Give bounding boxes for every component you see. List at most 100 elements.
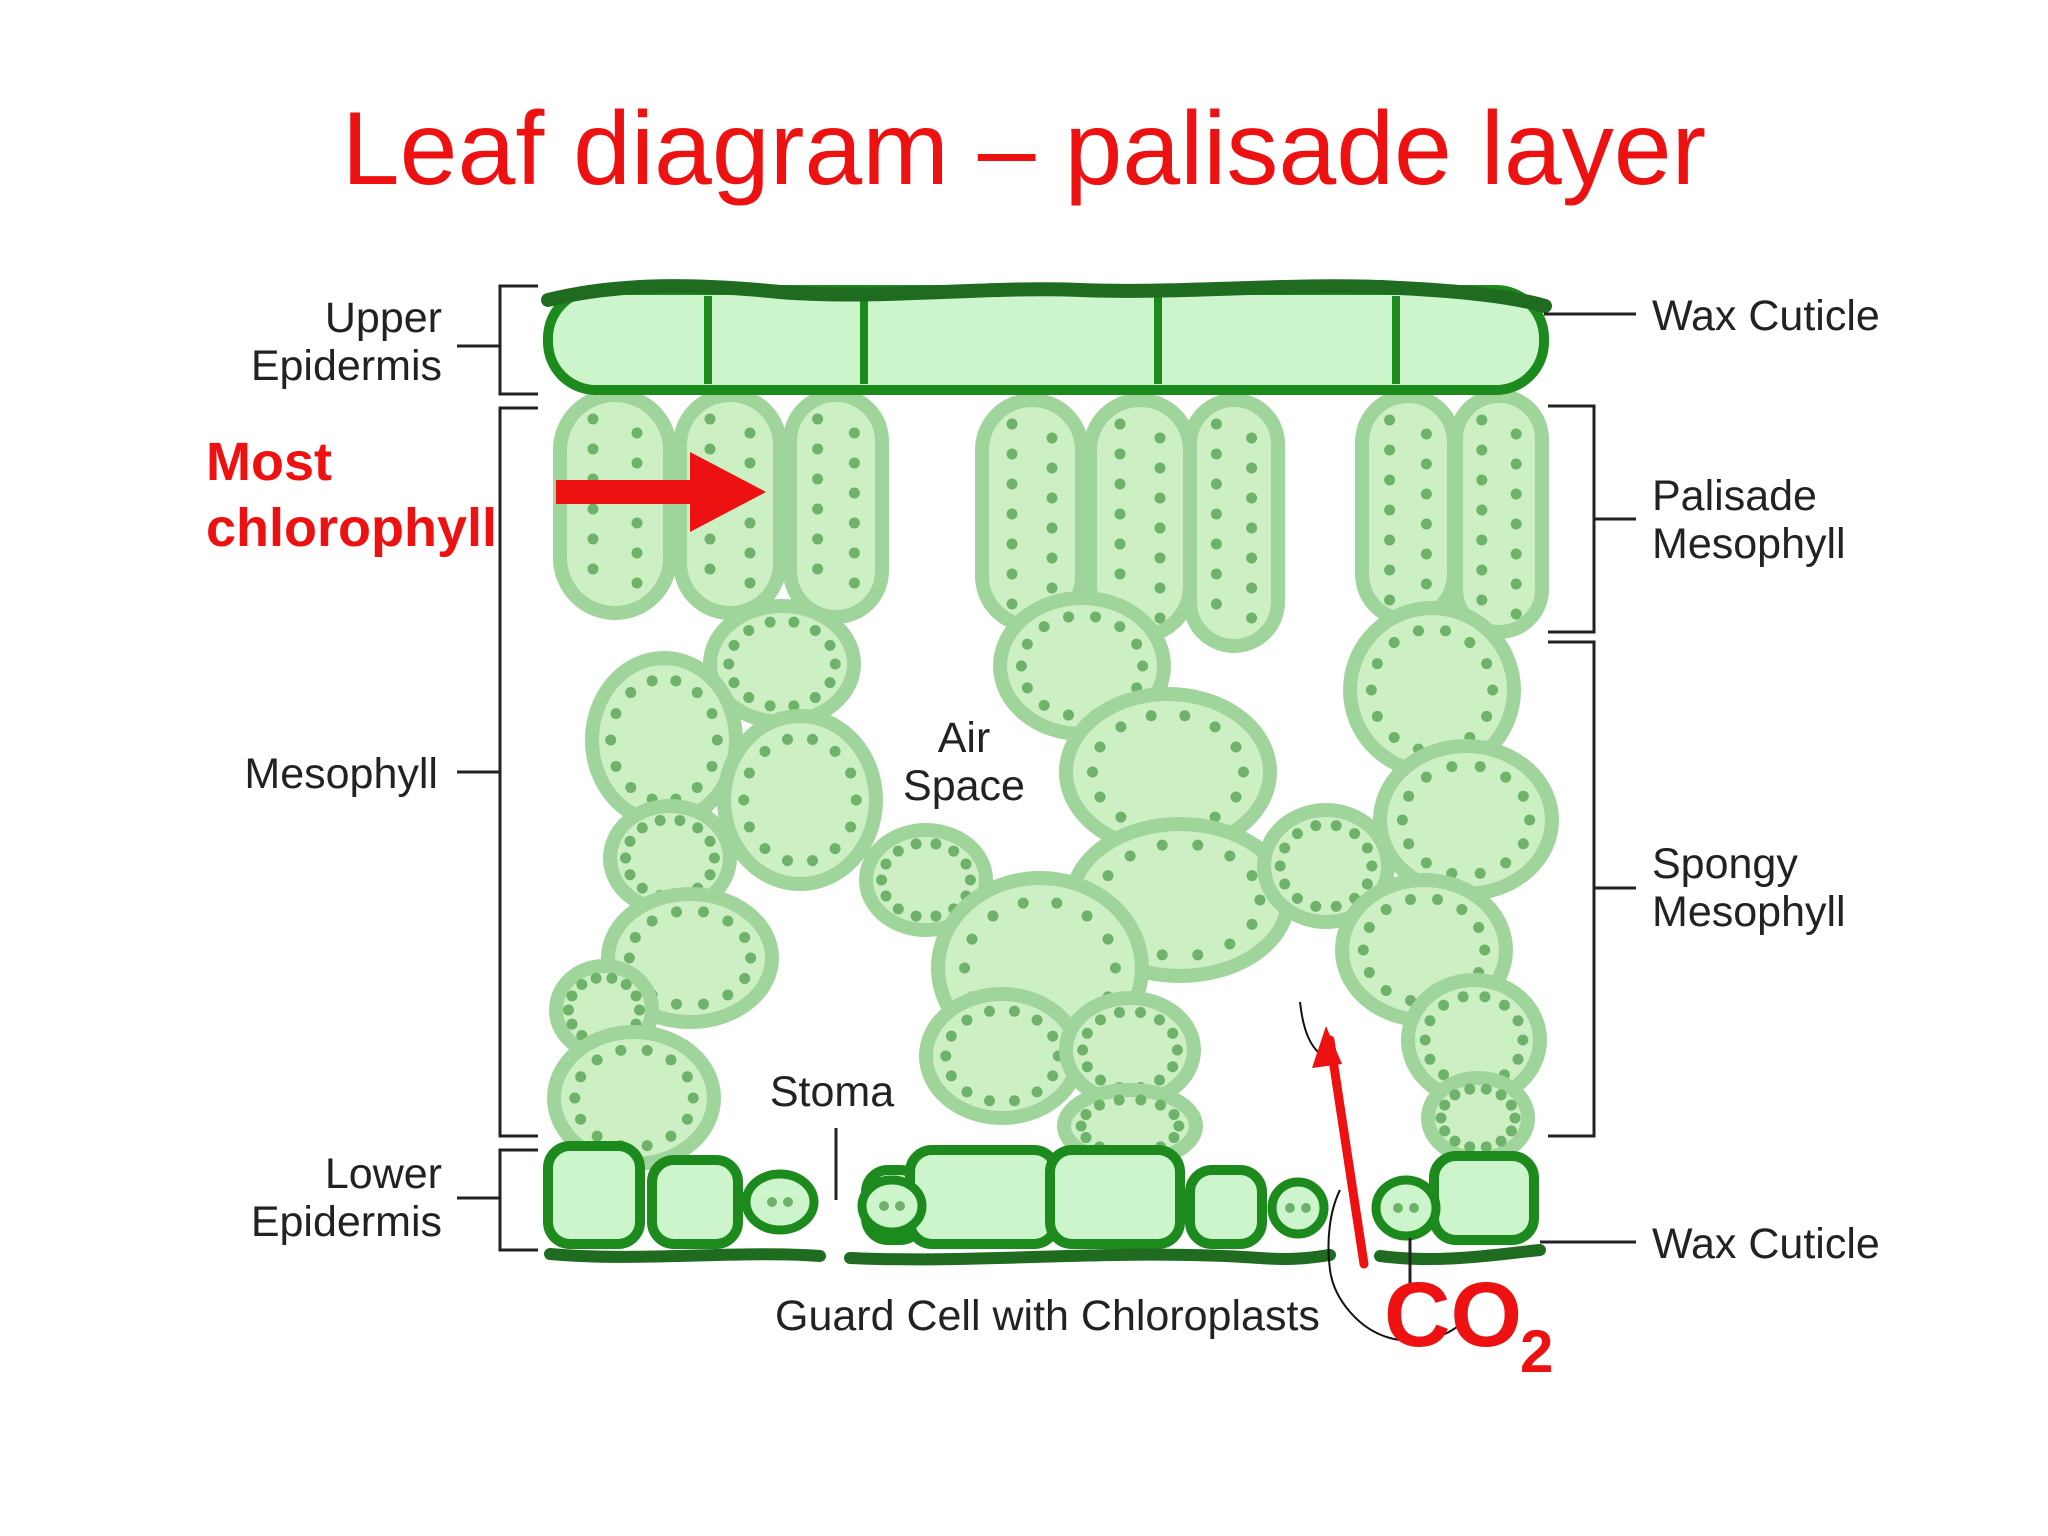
chloroplast xyxy=(1474,867,1486,879)
chloroplast xyxy=(1179,710,1191,722)
chloroplast xyxy=(743,767,755,779)
chloroplast xyxy=(670,998,682,1010)
chloroplast xyxy=(1168,1132,1180,1144)
chloroplast xyxy=(764,616,776,628)
chloroplast xyxy=(1384,504,1396,516)
chloroplast xyxy=(704,869,716,881)
chloroplast xyxy=(1510,608,1522,620)
chloroplast xyxy=(879,1201,889,1211)
chloroplast xyxy=(587,443,599,455)
chloroplast xyxy=(930,838,942,850)
chloroplast xyxy=(744,577,756,589)
chloroplast xyxy=(1412,625,1424,637)
mesophyll-cells xyxy=(547,388,1559,1171)
chloroplast xyxy=(1424,1053,1436,1065)
chloroplast xyxy=(704,413,716,425)
chloroplast xyxy=(631,547,643,559)
label-palisade-1: Palisade xyxy=(1652,472,1817,520)
spongy-cell xyxy=(603,799,737,917)
chloroplast xyxy=(1135,1006,1147,1018)
chloroplast xyxy=(576,979,588,991)
chloroplast xyxy=(1363,922,1375,934)
chloroplast xyxy=(1047,1070,1059,1082)
chloroplast xyxy=(1384,594,1396,606)
chloroplast xyxy=(631,457,643,469)
chloroplast xyxy=(1380,904,1392,916)
chloroplast xyxy=(1420,857,1432,869)
chloroplast xyxy=(1114,538,1126,550)
chloroplast xyxy=(1449,1089,1461,1101)
chloroplast xyxy=(641,1044,653,1056)
chloroplast xyxy=(876,874,888,886)
chloroplast xyxy=(1210,568,1222,580)
chloroplast xyxy=(1479,944,1491,956)
chloroplast xyxy=(744,457,756,469)
chloroplast xyxy=(1154,582,1166,594)
chloroplast xyxy=(1154,432,1166,444)
chloroplast xyxy=(708,852,720,864)
chloroplast xyxy=(743,821,755,833)
chloroplast xyxy=(1046,522,1058,534)
chloroplast xyxy=(1210,598,1222,610)
chloroplast xyxy=(880,890,892,902)
chloroplast xyxy=(845,767,857,779)
chloroplast xyxy=(587,413,599,425)
chloroplast xyxy=(1457,991,1469,1003)
chloroplast xyxy=(1137,660,1149,672)
spongy-cell xyxy=(1401,973,1547,1107)
chloroplast xyxy=(1396,814,1408,826)
chloroplast xyxy=(1114,621,1126,633)
chloroplast xyxy=(1246,552,1258,564)
chloroplast xyxy=(1510,578,1522,590)
chloroplast xyxy=(1192,949,1204,961)
palisade-cell-wall xyxy=(1449,389,1549,639)
chloroplast xyxy=(631,577,643,589)
chloroplast xyxy=(1246,492,1258,504)
chloroplast xyxy=(1154,1014,1166,1026)
chloroplast xyxy=(812,503,824,515)
chloroplast xyxy=(948,845,960,857)
chloroplast xyxy=(623,952,635,964)
chloroplast xyxy=(848,487,860,499)
chloroplast xyxy=(1081,1061,1093,1073)
chloroplast xyxy=(1409,1203,1419,1213)
chloroplast xyxy=(665,1054,677,1066)
co2-arrow-shaft xyxy=(1325,1035,1369,1269)
chloroplast xyxy=(850,794,862,806)
chloroplast xyxy=(587,533,599,545)
chloroplast xyxy=(1349,828,1361,840)
chloroplast xyxy=(1480,1083,1492,1095)
chloroplast xyxy=(1393,1203,1403,1213)
chloroplast xyxy=(781,733,793,745)
label-air-space-2: Space xyxy=(903,762,1025,810)
chloroplast xyxy=(1156,949,1168,961)
label-wax-cuticle-top: Wax Cuticle xyxy=(1652,292,1880,340)
chloroplast xyxy=(759,745,771,757)
upper-epidermis-cells xyxy=(704,296,1400,384)
chloroplast xyxy=(1510,428,1522,440)
lower-epidermis-cell xyxy=(1185,1165,1267,1249)
chloroplast xyxy=(1279,842,1291,854)
chloroplast xyxy=(681,1113,693,1125)
chloroplast xyxy=(698,998,710,1010)
chloroplast xyxy=(1168,1108,1180,1120)
spongy-cell xyxy=(1421,1071,1535,1165)
chloroplast xyxy=(1077,1044,1089,1056)
chloroplast xyxy=(1210,538,1222,550)
chloroplast xyxy=(945,1030,957,1042)
chloroplast xyxy=(812,533,824,545)
palisade-cell-wall xyxy=(783,388,889,624)
chloroplast xyxy=(1167,1061,1179,1073)
spongy-cell xyxy=(717,709,883,891)
guard-cell xyxy=(741,1169,819,1235)
chloroplast xyxy=(829,658,841,670)
chloroplast xyxy=(706,708,718,720)
chloroplast xyxy=(1473,922,1485,934)
chloroplast xyxy=(848,547,860,559)
chloroplast xyxy=(636,822,648,834)
chloroplast xyxy=(1481,710,1493,722)
lower-epidermis-cell xyxy=(1429,1151,1539,1245)
chloroplast xyxy=(1384,474,1396,486)
chloroplast xyxy=(1420,458,1432,470)
chloroplast xyxy=(809,692,821,704)
